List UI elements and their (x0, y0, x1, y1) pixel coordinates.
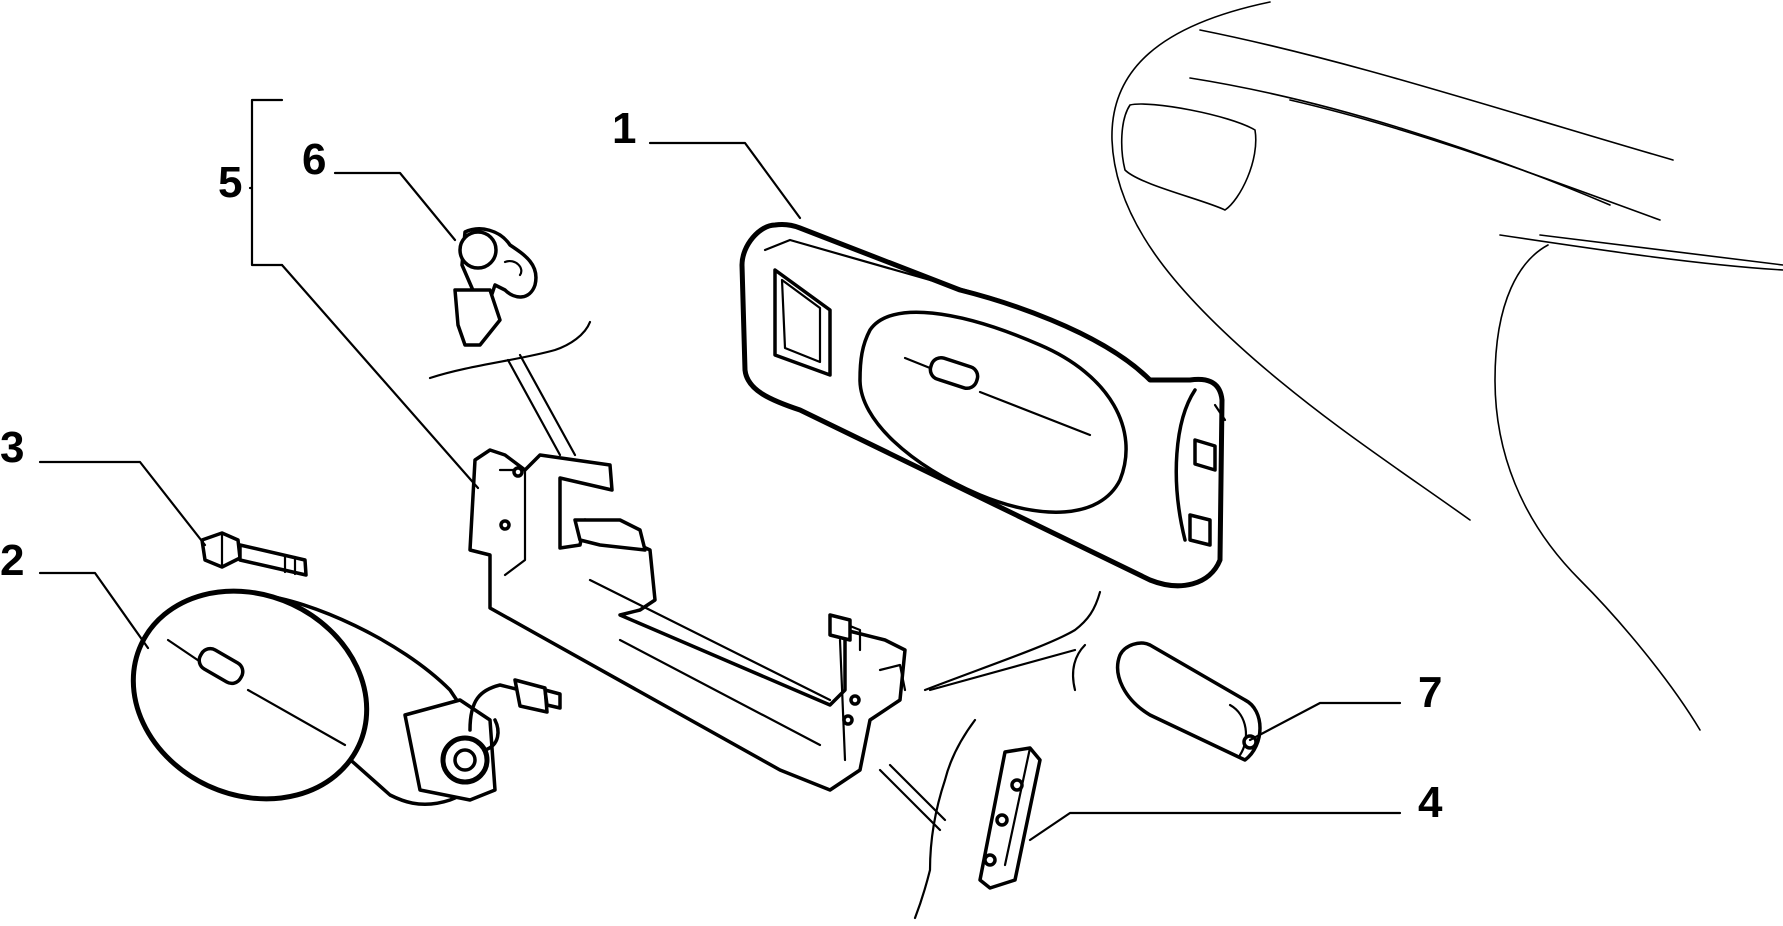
part-5-bracket (468, 448, 907, 792)
callout-4: 4 (1418, 778, 1443, 827)
leader-4 (1028, 811, 1402, 842)
callout-6: 6 (302, 135, 326, 184)
leader-5 (280, 263, 480, 490)
part-4-plate (978, 746, 1042, 890)
callout-2: 2 (0, 536, 24, 585)
leader-7 (1248, 701, 1402, 742)
callout-1: 1 (612, 104, 636, 153)
leader-6 (333, 171, 457, 242)
dashboard-outline (1111, 1, 1783, 731)
callout-3: 3 (0, 423, 24, 472)
part-7-tube (1115, 641, 1262, 762)
part-2-airbag-module (130, 588, 562, 807)
part-6-clip (453, 227, 538, 347)
callout-7: 7 (1418, 668, 1442, 717)
leader-1 (648, 141, 802, 220)
part-1-cover-panel (739, 221, 1227, 589)
leader-3 (38, 460, 207, 547)
break-lines (428, 320, 1102, 920)
part-3-bolt (200, 531, 308, 577)
callout-5: 5 (218, 158, 242, 207)
leader-2 (38, 571, 150, 650)
leader-lines (38, 98, 1402, 842)
callout-labels: 1 2 3 4 5 6 7 (0, 104, 1443, 827)
bracket-5 (250, 98, 284, 267)
